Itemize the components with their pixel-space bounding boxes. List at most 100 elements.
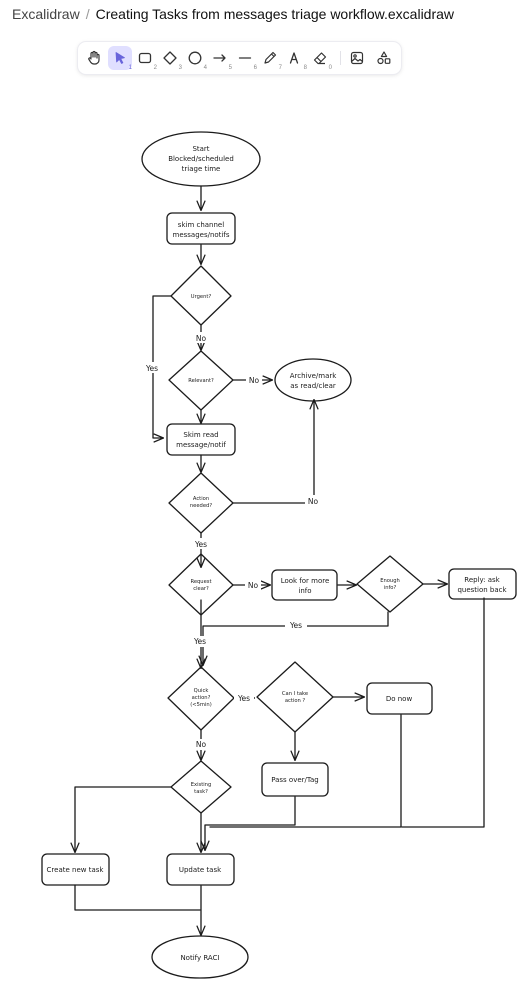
existing-task-decision[interactable] bbox=[170, 760, 232, 814]
connector[interactable] bbox=[75, 786, 172, 852]
connector[interactable] bbox=[74, 884, 201, 911]
line-icon bbox=[238, 57, 252, 59]
update-task-label: Update task bbox=[179, 866, 222, 874]
enough-info-decision[interactable] bbox=[356, 555, 424, 613]
relevant-decision[interactable] bbox=[168, 350, 234, 411]
edge-label-no: No bbox=[308, 497, 319, 506]
can-i-decision[interactable] bbox=[256, 661, 334, 733]
shortcut-key: 7 bbox=[278, 65, 282, 71]
pencil-icon bbox=[264, 51, 277, 64]
skim-channel-label: skim channel bbox=[178, 221, 224, 229]
enough-info-label: info? bbox=[384, 585, 397, 591]
rectangle-icon bbox=[138, 52, 152, 64]
line-tool[interactable]: 6 bbox=[233, 46, 257, 71]
reply-label: Reply: ask bbox=[464, 576, 500, 584]
skim-read-label: Skim read bbox=[183, 431, 218, 439]
edge-label-bg bbox=[234, 693, 254, 704]
can-i-label: action ? bbox=[285, 698, 306, 704]
archive-label: as read/clear bbox=[290, 382, 336, 390]
action-needed-label: Action bbox=[193, 496, 209, 502]
existing-task-label: Existing bbox=[191, 782, 212, 788]
look-more-node[interactable] bbox=[271, 569, 338, 601]
library-tool[interactable] bbox=[372, 46, 396, 70]
shortcut-key: 8 bbox=[303, 65, 307, 71]
archive-label: Archive/mark bbox=[290, 372, 338, 380]
app-name[interactable]: Excalidraw bbox=[12, 6, 80, 22]
diamond-tool[interactable]: 3 bbox=[158, 46, 182, 71]
arrow-tool[interactable]: 5 bbox=[208, 46, 232, 71]
image-tool[interactable] bbox=[345, 46, 369, 70]
edge-label-yes: Yes bbox=[145, 364, 158, 373]
edge-label-no: No bbox=[249, 376, 260, 385]
start-node[interactable] bbox=[141, 131, 261, 187]
connector[interactable] bbox=[232, 400, 314, 504]
quick-action-label: action? bbox=[192, 695, 211, 701]
edge-label-bg bbox=[246, 375, 262, 386]
connector[interactable] bbox=[401, 597, 485, 828]
draw-tool[interactable]: 7 bbox=[258, 46, 282, 71]
edge-label-yes: Yes bbox=[237, 694, 250, 703]
existing-task-label: task? bbox=[194, 789, 208, 795]
connector[interactable] bbox=[205, 796, 296, 850]
look-more-label: Look for more bbox=[281, 577, 330, 585]
edge-label-no: No bbox=[196, 740, 207, 749]
shape-toolbar: 1 2 3 4 5 6 7 8 0 bbox=[78, 42, 401, 74]
start-label: Start bbox=[192, 145, 209, 153]
text-tool[interactable]: 8 bbox=[283, 46, 307, 71]
shortcut-key: 0 bbox=[328, 65, 332, 71]
create-task-node[interactable] bbox=[41, 853, 110, 886]
edge-label-bg bbox=[193, 739, 209, 750]
ellipse-tool[interactable]: 4 bbox=[183, 46, 207, 71]
relevant-label: Relevant? bbox=[188, 378, 214, 384]
can-i-label: Can I take bbox=[282, 691, 308, 697]
action-needed-label: needed? bbox=[190, 503, 212, 509]
archive-node[interactable] bbox=[274, 358, 352, 402]
skim-channel-node[interactable] bbox=[166, 212, 236, 245]
reply-node[interactable] bbox=[448, 568, 517, 600]
skim-channel-label: messages/notifs bbox=[173, 231, 230, 239]
enough-info-label: Enough bbox=[380, 578, 400, 584]
edge-label-no: No bbox=[248, 581, 259, 590]
edge-label-no: No bbox=[196, 334, 207, 343]
eraser-tool[interactable]: 0 bbox=[308, 46, 332, 71]
do-now-label: Do now bbox=[386, 695, 413, 703]
edge-label-yes: Yes bbox=[193, 637, 206, 646]
quick-action-decision[interactable] bbox=[167, 666, 235, 731]
update-task-node[interactable] bbox=[166, 853, 235, 886]
urgent-label: Urgent? bbox=[191, 294, 212, 300]
image-icon bbox=[350, 51, 364, 65]
diamond-icon bbox=[163, 51, 177, 65]
shortcut-key: 2 bbox=[153, 65, 157, 71]
edge-label-bg bbox=[193, 332, 209, 343]
skim-read-label: message/notif bbox=[176, 441, 226, 449]
hand-icon bbox=[88, 50, 100, 65]
hand-tool[interactable] bbox=[82, 46, 106, 70]
breadcrumb: Excalidraw / Creating Tasks from messages … bbox=[12, 6, 454, 22]
connector[interactable] bbox=[209, 714, 402, 828]
shortcut-key: 3 bbox=[178, 65, 182, 71]
rectangle-tool[interactable]: 2 bbox=[133, 46, 157, 71]
do-now-node[interactable] bbox=[366, 682, 433, 715]
request-clear-decision-shape[interactable] bbox=[168, 553, 234, 616]
notify-node[interactable] bbox=[151, 935, 249, 979]
shapes-icon bbox=[377, 51, 391, 65]
arrow-icon bbox=[213, 54, 226, 62]
skim-read-node[interactable] bbox=[166, 423, 236, 456]
edge-label-yes: Yes bbox=[289, 621, 302, 630]
quick-action-label: Quick bbox=[194, 688, 209, 694]
shortcut-key: 6 bbox=[253, 65, 257, 71]
edge-label-bg bbox=[245, 580, 261, 591]
create-task-label: Create new task bbox=[47, 866, 105, 874]
start-label: Blocked/scheduled bbox=[168, 155, 234, 163]
pass-over-node[interactable] bbox=[261, 762, 329, 797]
breadcrumb-separator: / bbox=[85, 6, 90, 22]
edge-label-yes: Yes bbox=[194, 540, 207, 549]
connector[interactable] bbox=[203, 611, 389, 665]
action-needed-decision[interactable] bbox=[168, 472, 234, 534]
shortcut-key: 1 bbox=[128, 65, 132, 71]
shortcut-key: 5 bbox=[228, 65, 232, 71]
selection-tool[interactable]: 1 bbox=[108, 46, 132, 71]
urgent-decision[interactable] bbox=[170, 265, 232, 326]
file-name[interactable]: Creating Tasks from messages triage work… bbox=[95, 6, 455, 22]
